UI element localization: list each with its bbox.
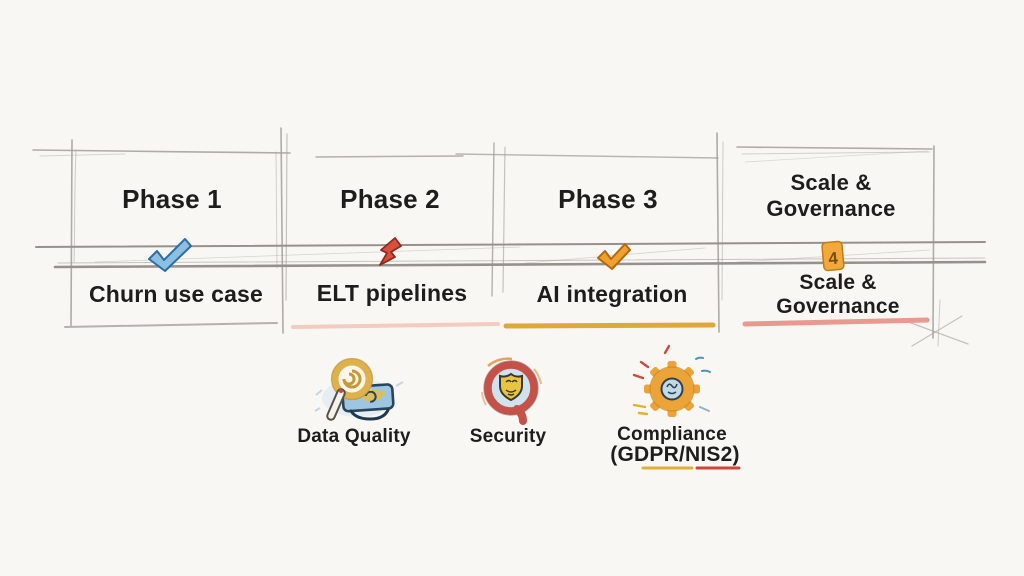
foundation-label-security: Security [469,426,547,447]
phase3-deliverable: AI integration [536,281,688,307]
phase4-title: Scale & Governance [766,170,896,221]
foundation-label-compliance: Compliance [617,424,727,445]
orange-tag-icon: 4 [821,240,845,272]
phase3-title: Phase 3 [558,184,658,214]
shield-badge-icon [481,357,542,425]
phase4-underline [742,317,930,327]
phase2-deliverable: ELT pipelines [316,280,468,306]
orange-check-icon [597,243,631,270]
gear-icon [632,344,711,417]
phase-underlines [64,317,930,329]
foundation-label-data-quality: Data Quality [297,426,411,447]
phase4-deliverable: Scale & Governance [776,271,900,319]
phase1-title: Phase 1 [122,184,222,214]
phase3-underline [503,322,716,329]
orange-tag-glyph: 4 [828,249,840,269]
blue-check-icon [148,238,192,272]
foundation-sublabel-compliance: (GDPR/NIS2) [610,443,740,466]
phase2-title: Phase 2 [340,184,440,214]
red-arrow-icon [379,237,402,266]
phase-boxes-sketch [32,127,969,347]
phase1-underline [64,322,278,328]
phase1-deliverable: Churn use case [88,281,264,307]
phase2-underline [291,322,500,329]
magnifier-laptop-icon [314,357,404,421]
